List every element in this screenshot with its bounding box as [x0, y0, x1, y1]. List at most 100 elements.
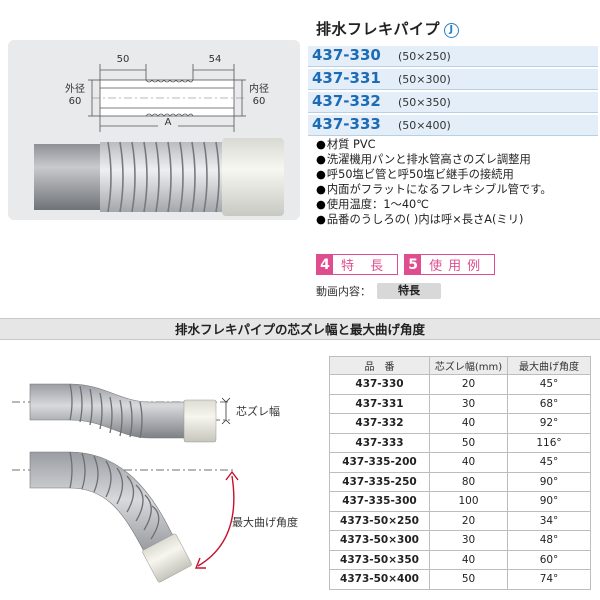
product-diagram-panel: 50 54 外径 60 内径 60 A: [8, 40, 300, 220]
code-row: 437-332 (50×350): [308, 92, 598, 113]
code-row: 437-333 (50×400): [308, 115, 598, 136]
cell-angle: 48°: [507, 530, 591, 551]
bullet-icon: ●: [316, 138, 326, 151]
tab-usage-example[interactable]: 5 使用例: [404, 254, 496, 275]
cell-angle: 116°: [507, 432, 591, 453]
feature-item: ●洗濯機用パンと排水管高さのズレ調整用: [316, 152, 598, 167]
product-size: (50×300): [398, 73, 451, 86]
cell-angle: 90°: [507, 471, 591, 492]
cell-code: 437-332: [329, 413, 430, 434]
dim-left-value: 50: [116, 54, 130, 65]
feature-item: ●呼50塩ビ管と呼50塩ビ継手の接続用: [316, 167, 598, 182]
product-code-list: 437-330 (50×250) 437-331 (50×300) 437-332 (…: [308, 46, 598, 138]
tab-features[interactable]: 4 特 長: [316, 254, 399, 275]
cell-offset: 30: [429, 393, 508, 414]
cell-offset: 50: [429, 569, 508, 590]
cell-offset: 50: [429, 432, 508, 453]
cell-angle: 68°: [507, 393, 591, 414]
cell-code: 437-330: [329, 374, 430, 395]
max-bend-angle-label: 最大曲げ角度: [232, 516, 298, 529]
cell-offset: 20: [429, 510, 508, 531]
cell-angle: 45°: [507, 374, 591, 395]
product-code: 437-331: [312, 69, 381, 87]
product-code: 437-332: [312, 92, 381, 110]
bullet-icon: ●: [316, 198, 326, 211]
cell-code: 4373-50×250: [329, 510, 430, 531]
length-a-label: A: [158, 117, 178, 128]
cell-code: 437-333: [329, 432, 430, 453]
j-badge-icon: J: [444, 23, 460, 38]
feature-text: 呼50塩ビ管と呼50塩ビ継手の接続用: [326, 168, 514, 181]
cell-offset: 80: [429, 471, 508, 492]
outer-diameter-label: 外径: [65, 84, 85, 95]
product-size: (50×250): [398, 50, 451, 63]
table-header-row: 品 番 芯ズレ幅(mm) 最大曲げ角度: [329, 356, 591, 375]
bend-drawing: [12, 383, 239, 583]
product-size: (50×350): [398, 96, 451, 109]
feature-item: ●材質 PVC: [316, 137, 598, 152]
offset-width-label: 芯ズレ幅: [236, 405, 280, 418]
section-tabs: 4 特 長 5 使用例: [316, 254, 501, 275]
cell-offset: 40: [429, 413, 508, 434]
code-row: 437-330 (50×250): [308, 46, 598, 67]
cell-code: 4373-50×300: [329, 530, 430, 551]
cell-offset: 20: [429, 374, 508, 395]
feature-item: ●内面がフラットになるフレキシブル管です。: [316, 182, 598, 197]
section-header-bend: 排水フレキパイプの芯ズレ幅と最大曲げ角度: [0, 318, 600, 340]
column-header: 最大曲げ角度: [507, 356, 591, 375]
feature-text: 材質 PVC: [326, 138, 376, 151]
outer-diameter-value: 60: [68, 96, 82, 107]
bullet-icon: ●: [316, 168, 326, 181]
cell-angle: 34°: [507, 510, 591, 531]
feature-text: 品番のうしろの( )内は呼×長さA(ミリ): [326, 213, 524, 226]
feature-list: ●材質 PVC ●洗濯機用パンと排水管高さのズレ調整用 ●呼50塩ビ管と呼50塩…: [316, 137, 598, 227]
feature-text: 使用温度：1〜40℃: [326, 198, 429, 211]
cell-code: 437-331: [329, 393, 430, 414]
cell-offset: 30: [429, 530, 508, 551]
product-code: 437-333: [312, 115, 381, 133]
tab-label: 特 長: [341, 259, 390, 274]
product-size: (50×400): [398, 119, 451, 132]
cell-code: 4373-50×400: [329, 569, 430, 590]
bullet-icon: ●: [316, 213, 326, 226]
tab-number: 5: [405, 255, 422, 274]
product-title-text: 排水フレキパイプ: [316, 20, 441, 38]
cell-angle: 60°: [507, 549, 591, 570]
tab-label: 使用例: [429, 259, 487, 274]
cell-offset: 100: [429, 491, 508, 512]
cell-angle: 90°: [507, 491, 591, 512]
cell-code: 437-335-250: [329, 471, 430, 492]
feature-item: ●品番のうしろの( )内は呼×長さA(ミリ): [316, 212, 598, 227]
cell-angle: 45°: [507, 452, 591, 473]
video-label: 動画内容：: [316, 285, 371, 298]
video-feature-button[interactable]: 特長: [377, 283, 441, 299]
cell-code: 4373-50×350: [329, 549, 430, 570]
feature-item: ●使用温度：1〜40℃: [316, 197, 598, 212]
tab-number: 4: [317, 255, 333, 274]
cell-code: 437-335-300: [329, 491, 430, 512]
feature-text: 内面がフラットになるフレキシブル管です。: [326, 183, 552, 196]
product-code: 437-330: [312, 46, 381, 64]
pipe-drawing: [34, 64, 284, 216]
bullet-icon: ●: [316, 153, 326, 166]
bullet-icon: ●: [316, 183, 326, 196]
cell-angle: 74°: [507, 569, 591, 590]
column-header: 品 番: [329, 356, 430, 375]
inner-diameter-label: 内径: [249, 84, 269, 95]
cell-code: 437-335-200: [329, 452, 430, 473]
cell-angle: 92°: [507, 413, 591, 434]
bend-illustration: 芯ズレ幅 最大曲げ角度: [0, 340, 325, 600]
video-content: 動画内容： 特長: [316, 283, 441, 299]
